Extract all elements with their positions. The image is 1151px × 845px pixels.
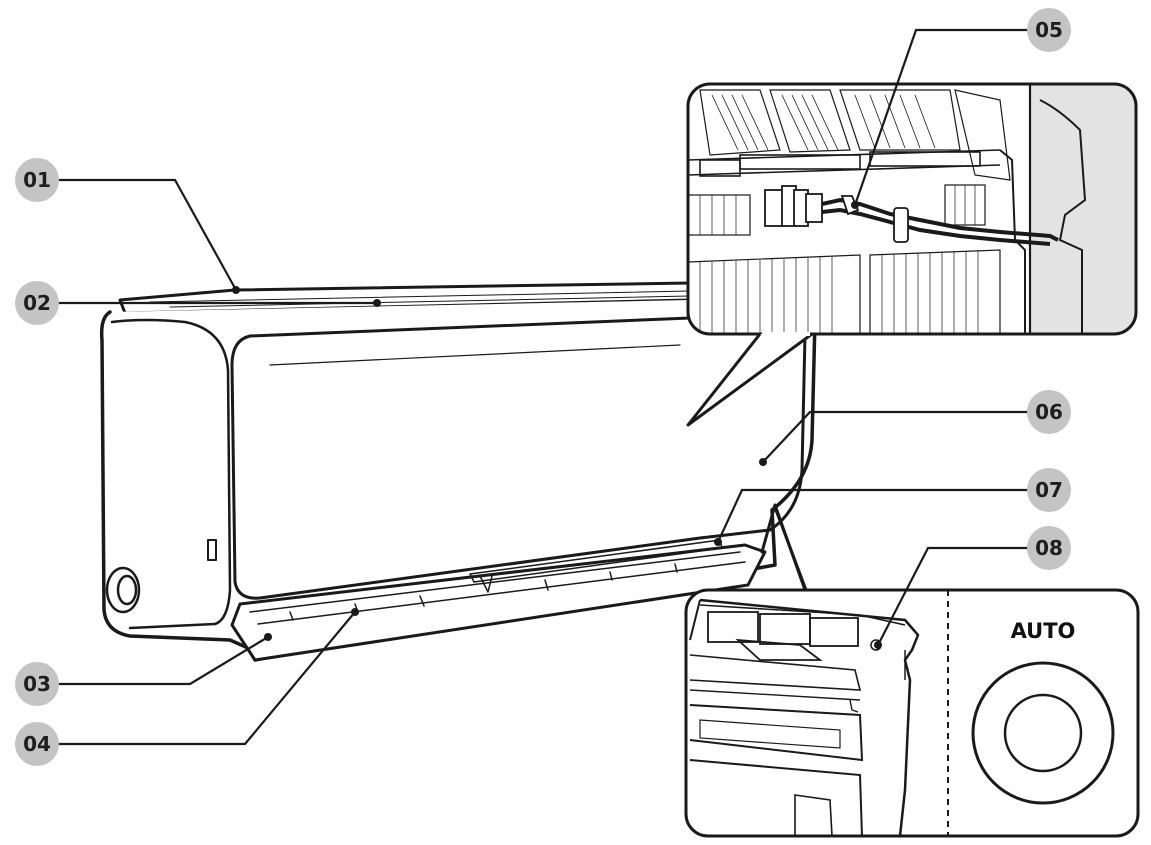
callout-05: 05 — [1027, 8, 1071, 52]
leader-04 — [56, 610, 357, 746]
leader-01 — [56, 178, 238, 292]
front-panel-highlight — [269, 344, 681, 366]
indoor-unit — [99, 281, 817, 662]
callout-01: 01 — [15, 158, 59, 202]
leader-07 — [716, 488, 1030, 544]
auto-button-outer — [971, 661, 1115, 805]
callout-03-label: 03 — [23, 672, 51, 696]
callout-01-label: 01 — [23, 168, 51, 192]
blade-assembly — [249, 551, 741, 613]
side-clip — [207, 539, 217, 561]
callout-05-label: 05 — [1035, 18, 1063, 42]
callout-04-label: 04 — [23, 732, 51, 756]
blade-notches — [289, 563, 678, 621]
leader-05 — [853, 28, 1030, 207]
auto-button-inset: AUTO — [684, 509, 1140, 838]
blade-assembly-lower — [257, 561, 746, 625]
callout-06-label: 06 — [1035, 400, 1063, 424]
louver-frame — [230, 543, 767, 662]
leader-03 — [56, 635, 270, 686]
auto-button-label: AUTO — [1011, 619, 1076, 643]
side-panel — [110, 318, 232, 630]
callout-06: 06 — [1027, 390, 1071, 434]
leader-lines — [56, 28, 1030, 746]
callout-07-label: 07 — [1035, 478, 1063, 502]
vertical-blade-bar — [469, 539, 723, 583]
auto-button-inner — [1003, 693, 1083, 773]
callout-07: 07 — [1027, 468, 1071, 512]
zoom-pointer-top — [686, 332, 813, 427]
side-pipe-hole — [105, 566, 141, 614]
leader-dots — [232, 201, 882, 649]
front-panel — [230, 316, 807, 600]
connector-inset — [686, 82, 1138, 427]
auto-button-inset-frame — [684, 588, 1140, 838]
callout-03: 03 — [15, 662, 59, 706]
callout-08: 08 — [1027, 526, 1071, 570]
callout-02-label: 02 — [23, 291, 51, 315]
connector-inset-frame — [686, 82, 1138, 336]
callout-08-label: 08 — [1035, 536, 1063, 560]
leader-08 — [876, 546, 1030, 647]
callout-02: 02 — [15, 281, 59, 325]
top-grille-lines — [149, 290, 691, 308]
leader-06 — [761, 410, 1030, 464]
callout-04: 04 — [15, 722, 59, 766]
